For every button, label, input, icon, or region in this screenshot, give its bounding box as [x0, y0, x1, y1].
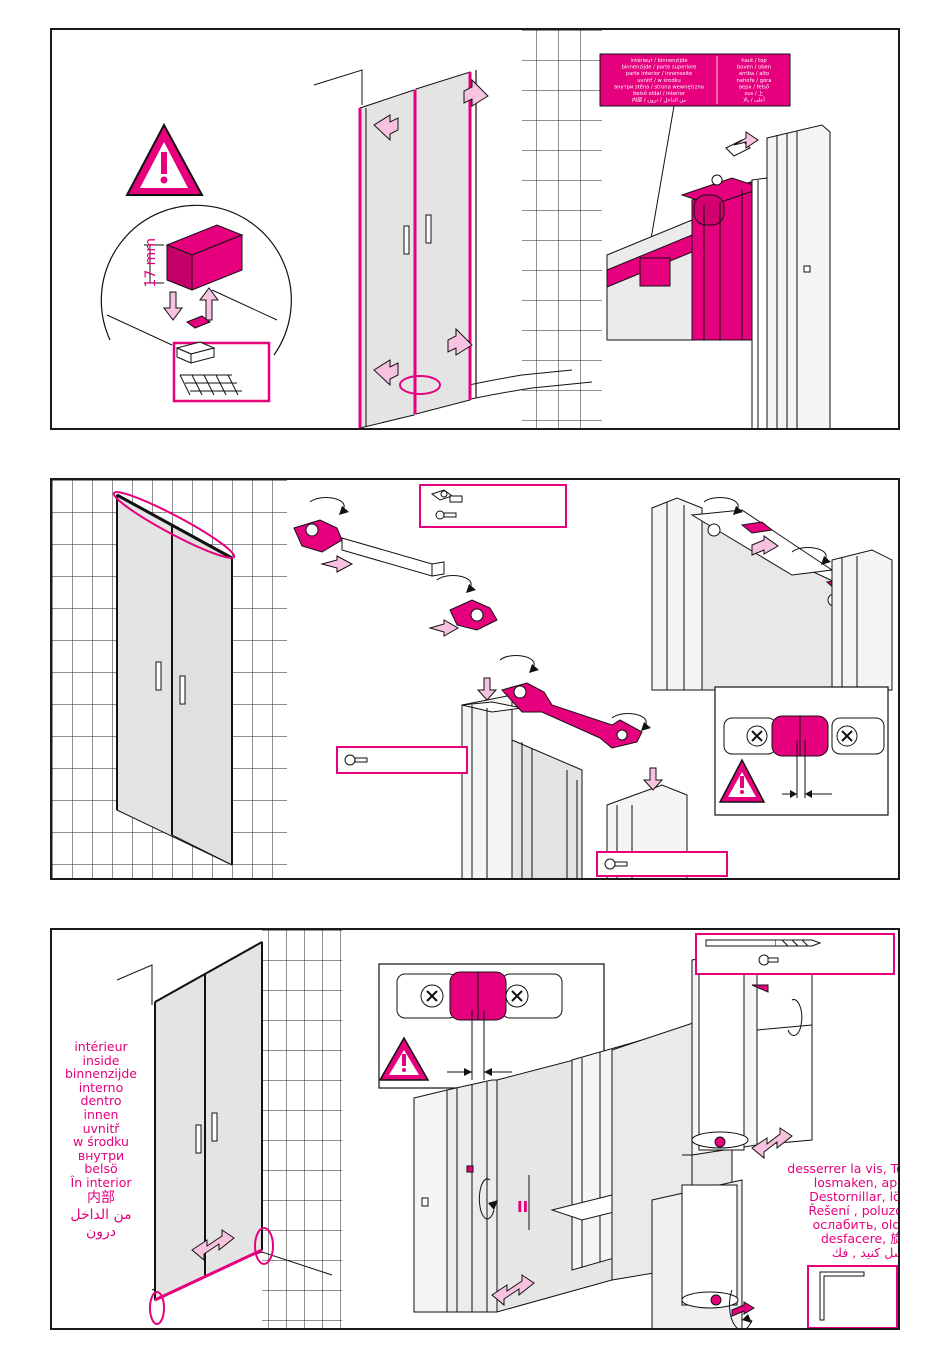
- sticker-left-line-6: 内部 / من الداخل / درون: [632, 96, 687, 104]
- loosen-label-7: شل کنید , فك: [831, 1245, 900, 1260]
- inside-label-fa: درون: [85, 1223, 117, 1240]
- screw-icon: [604, 858, 628, 870]
- inside-label-en: inside: [82, 1052, 120, 1068]
- loosen-label-4: Řešení , poluzować: [808, 1203, 898, 1218]
- loosen-label-3: Destornillar, lösen,: [809, 1189, 900, 1204]
- sticker-right-line-4: верх / felső: [739, 84, 769, 90]
- door-final-view: [116, 930, 342, 1328]
- screw-icon: [344, 754, 368, 766]
- step-2-illustration: [52, 480, 893, 878]
- gap-marker: II: [517, 1198, 529, 1216]
- door-installation-view: [313, 30, 602, 428]
- allen-key-icon: [819, 1271, 865, 1321]
- door-overview: [52, 480, 287, 878]
- step-2-panel: [50, 478, 900, 880]
- drill-bit-icon: [705, 939, 822, 947]
- sticker-left-line-0: intérieur / binnenzijde: [630, 57, 687, 64]
- loosen-labels: desserrer la vis, To loosen losmaken, ap…: [787, 1161, 900, 1260]
- inside-label-cs: uvnitř: [82, 1120, 120, 1136]
- sticker-left-line-1: binnenzijde / parte superiore: [622, 65, 697, 71]
- loosen-label-5: ослабить, oldani,: [812, 1217, 900, 1232]
- step-3-illustration: [116, 930, 898, 1328]
- sticker-right-line-5: sus / 上: [745, 89, 764, 97]
- inside-label-it: interno: [78, 1079, 124, 1095]
- sticker-left-line-3: uvnitř / w środku: [637, 77, 681, 84]
- sticker-right-line-1: boven / oben: [737, 65, 771, 71]
- loosen-label-2: losmaken, aprire,: [813, 1175, 898, 1190]
- sticker-left-line-2: parte interior / innenseite: [626, 71, 692, 77]
- gap-detail-inset: [714, 686, 889, 816]
- sticker-right-line-2: arriba / alto: [739, 71, 769, 77]
- warning-triangle-icon: [125, 122, 204, 196]
- sticker-left-line-4: внутри stěna / strona wewnętrzna: [614, 83, 704, 90]
- inside-label-ro: În interior: [70, 1174, 132, 1190]
- inside-label-zh: 内部: [87, 1189, 115, 1206]
- inside-label-ru: внутри: [77, 1147, 125, 1163]
- screw-icon: [758, 954, 779, 966]
- stabilizer-bar-exploded: [293, 497, 498, 637]
- dimension-label: 17 mm: [143, 238, 160, 288]
- inside-label-ar: من الداخل: [70, 1206, 132, 1223]
- sticker-right-line-6: أعلى / بالا: [743, 96, 765, 104]
- inside-label-fr: intérieur: [74, 1039, 128, 1054]
- screw-icon: [430, 489, 463, 520]
- sticker-right-line-0: haut / top: [741, 58, 767, 64]
- inside-label-de: innen: [83, 1106, 119, 1122]
- step-3-panel: intérieur inside binnenzijde interno den…: [50, 928, 900, 1330]
- loosen-label-1: desserrer la vis, To loosen: [787, 1161, 898, 1176]
- sticker-left-line-5: belső oldal / interior: [633, 91, 686, 97]
- spacer-detail-circle: [100, 204, 292, 356]
- hinge-detail-view: [611, 934, 813, 1328]
- inside-labels: intérieur inside binnenzijde interno den…: [52, 1040, 150, 1241]
- inside-label-hu: belsö: [84, 1161, 118, 1177]
- inside-label-nl: binnenzijde: [65, 1066, 137, 1082]
- profile-closeup: [651, 497, 893, 691]
- loosen-label-6: desfacere, 旋开: [820, 1231, 898, 1246]
- inside-label-pl: w środku: [73, 1134, 129, 1150]
- tile-inset: [172, 341, 271, 403]
- inside-label-es: dentro: [80, 1093, 122, 1109]
- sticker-right-line-3: nahoře / góra: [737, 77, 772, 84]
